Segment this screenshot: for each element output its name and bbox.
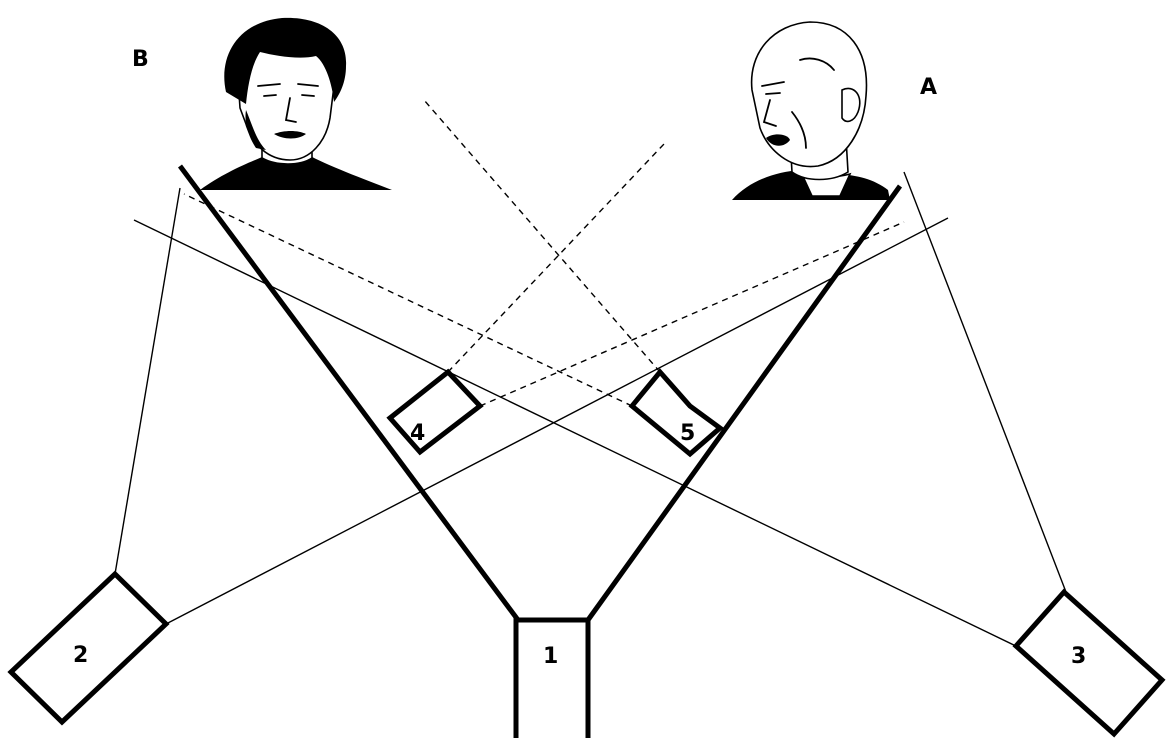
camera-1-view-line-right bbox=[585, 184, 903, 622]
camera-3-line-to-a bbox=[903, 171, 1067, 593]
camera-5-box bbox=[628, 368, 725, 458]
camera-2-line-to-b bbox=[114, 187, 181, 575]
camera-2-label: 2 bbox=[73, 643, 88, 668]
camera-5-label: 5 bbox=[680, 421, 695, 446]
camera-3-box bbox=[1012, 588, 1166, 738]
camera-1-box bbox=[513, 617, 591, 738]
person-b-label: B bbox=[132, 47, 149, 72]
camera-3-label: 3 bbox=[1071, 644, 1086, 669]
camera-5-line-left bbox=[183, 193, 633, 407]
camera-5-line-up bbox=[423, 99, 661, 373]
camera-2-line-to-a bbox=[165, 217, 949, 625]
camera-4-line-up bbox=[447, 143, 665, 373]
person-a-label: A bbox=[920, 75, 937, 100]
camera-4-line-right bbox=[479, 221, 905, 407]
camera-1-label: 1 bbox=[543, 644, 558, 669]
person-b-illustration bbox=[200, 17, 392, 190]
camera-4-label: 4 bbox=[410, 421, 425, 446]
camera-4-box bbox=[386, 368, 484, 456]
camera-3-line-to-b bbox=[133, 219, 1021, 649]
person-a-illustration bbox=[732, 21, 890, 200]
camera-2-box bbox=[7, 570, 170, 726]
camera-1-view-line-left bbox=[177, 164, 521, 622]
